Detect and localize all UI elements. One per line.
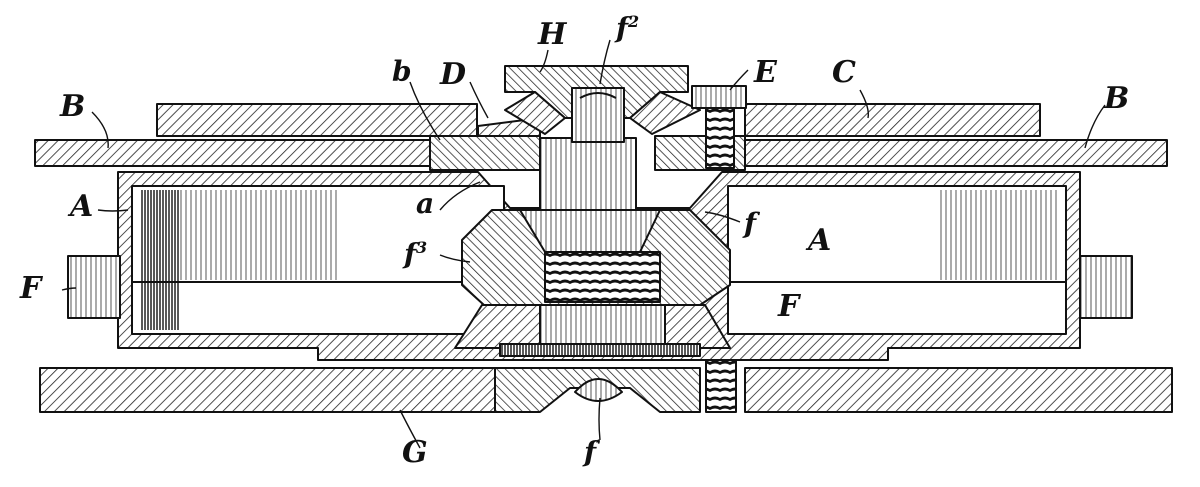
label-D: D bbox=[440, 57, 467, 92]
label-f1: f′ bbox=[584, 438, 600, 466]
flange-F bbox=[67, 255, 1133, 319]
boss-center bbox=[454, 304, 731, 357]
hub-f3 bbox=[461, 209, 731, 306]
label-f1-superscript: ′ bbox=[596, 436, 601, 455]
label-G: G bbox=[402, 435, 428, 470]
label-f3: f3 bbox=[404, 240, 427, 268]
base-plate-G bbox=[39, 359, 1173, 413]
label-f3-base: f bbox=[404, 237, 417, 271]
plate-B bbox=[34, 139, 1168, 167]
label-f2-superscript: 2 bbox=[628, 12, 640, 31]
label-f3-superscript: 3 bbox=[416, 238, 428, 257]
label-f2: f2 bbox=[616, 14, 639, 42]
label-B-right: B bbox=[1104, 81, 1130, 116]
label-A-right: A bbox=[808, 223, 832, 258]
label-A-left: A bbox=[70, 189, 94, 224]
label-F-left: F bbox=[20, 271, 42, 306]
label-f1-base: f bbox=[584, 435, 597, 469]
label-B-left: B bbox=[60, 89, 86, 124]
leader-lines bbox=[61, 39, 1106, 449]
screw-E bbox=[691, 85, 747, 169]
label-H: H bbox=[538, 17, 567, 52]
plate-C bbox=[156, 103, 1041, 137]
label-f2-base: f bbox=[616, 11, 629, 45]
casing-A bbox=[117, 171, 1081, 361]
label-f: f bbox=[744, 207, 757, 240]
label-C: C bbox=[832, 55, 856, 90]
label-F-right: F bbox=[778, 289, 800, 324]
label-E: E bbox=[754, 55, 777, 90]
label-a: a bbox=[416, 187, 435, 220]
label-b: b bbox=[392, 55, 412, 88]
